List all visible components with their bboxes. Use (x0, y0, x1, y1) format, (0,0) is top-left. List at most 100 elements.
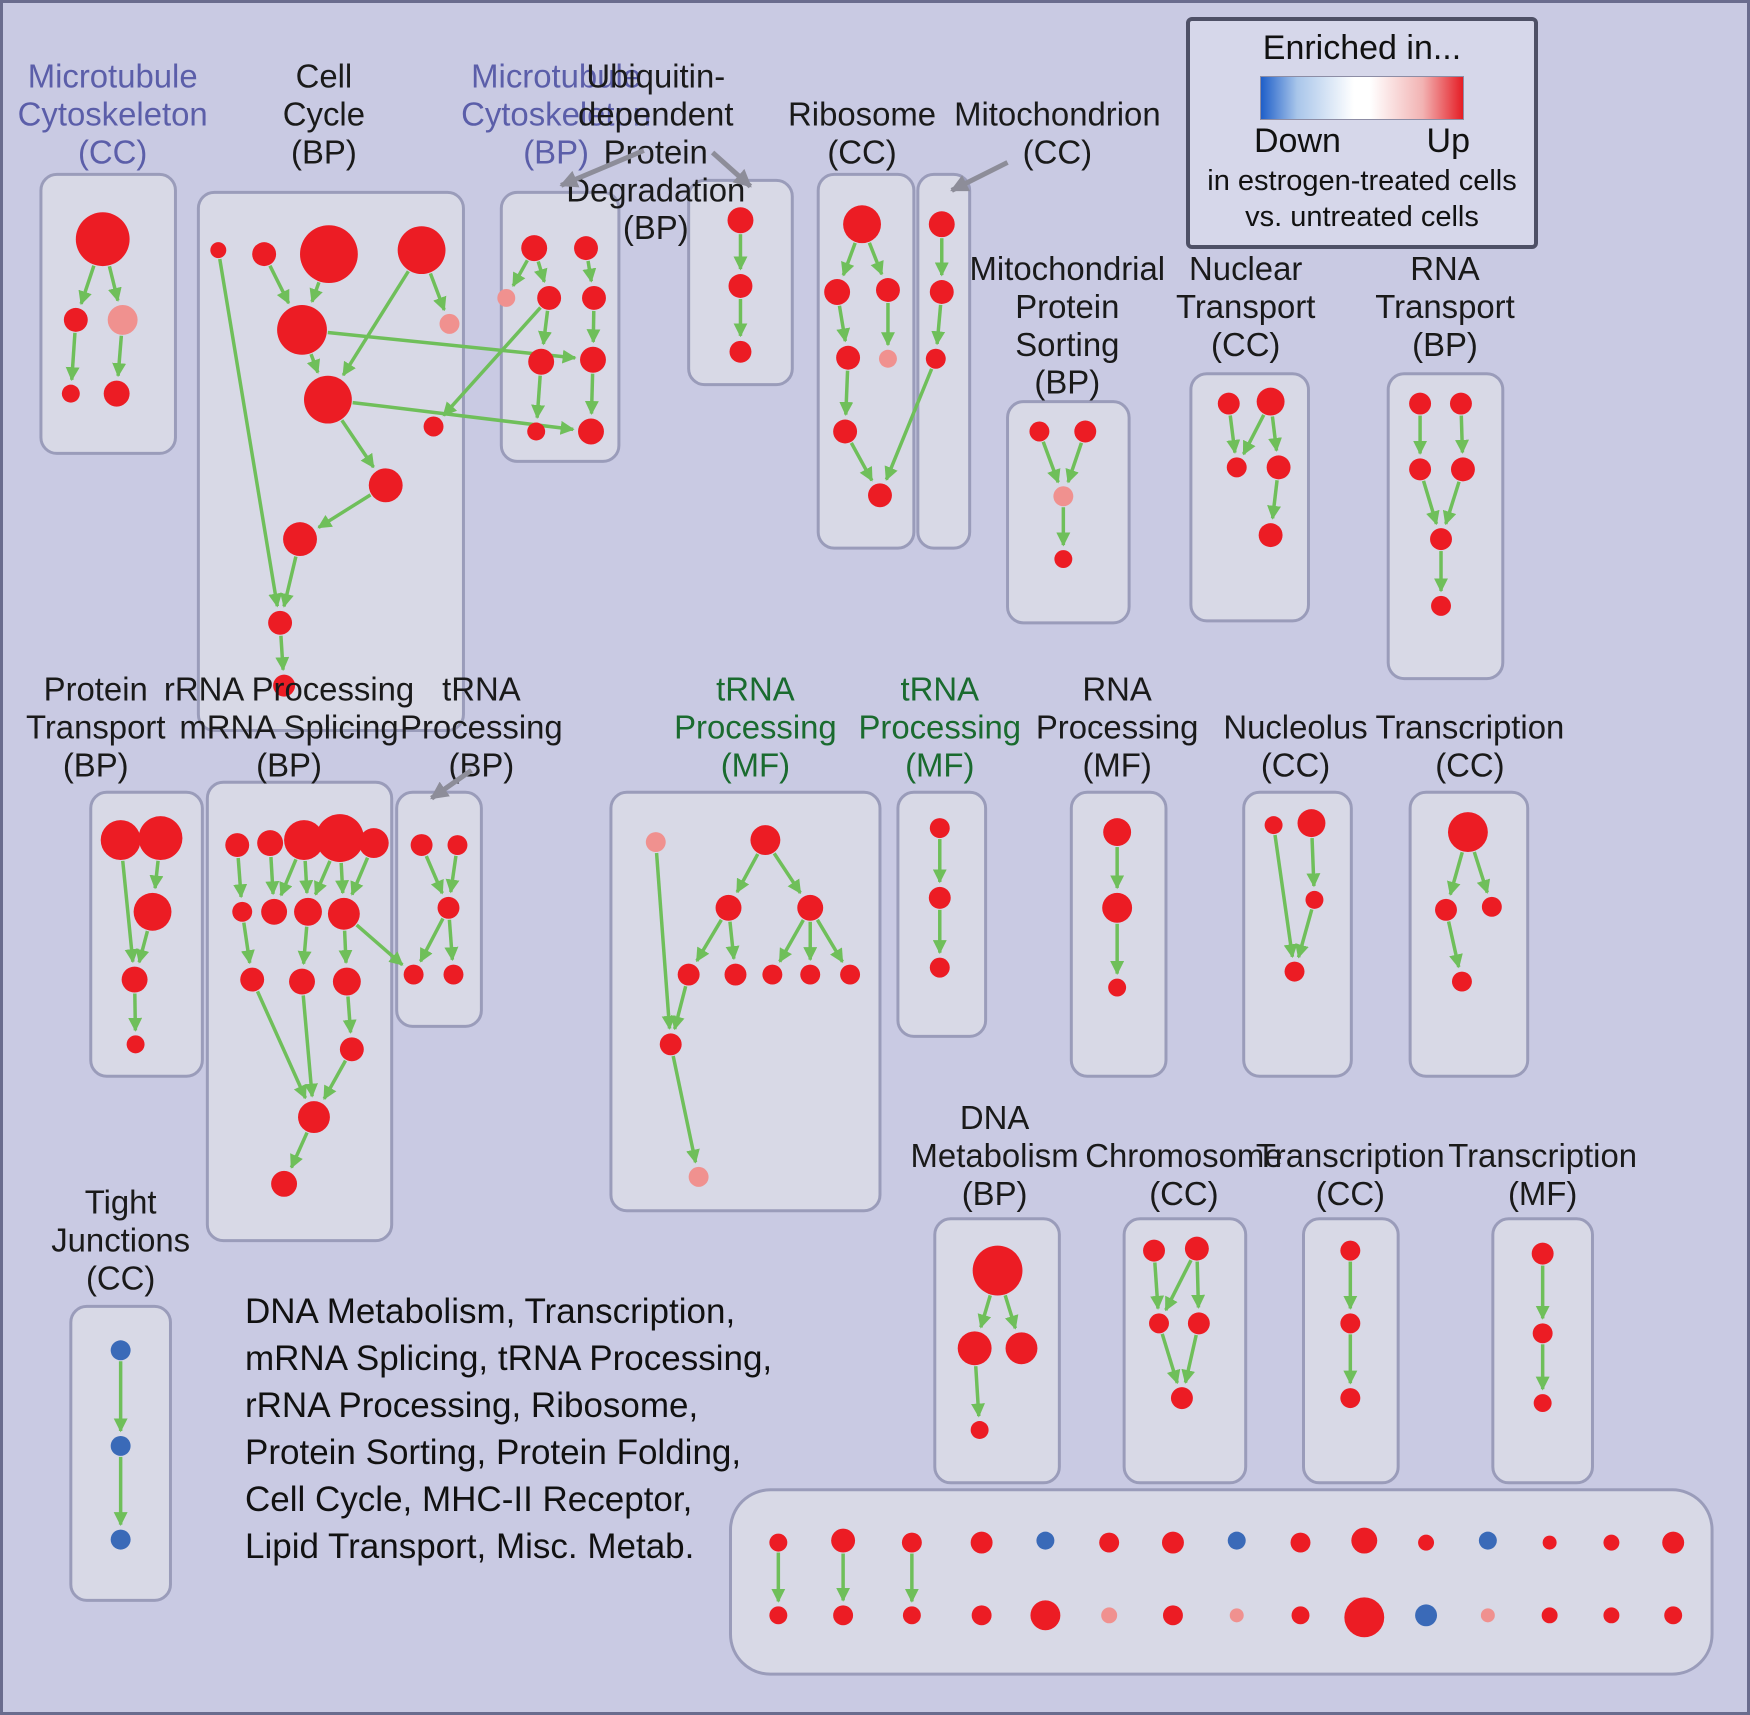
node-transcription-cc-bottom-1 (1340, 1313, 1361, 1334)
edge (1273, 834, 1298, 959)
node-ribosome-5 (833, 419, 858, 444)
node-nuclear-transport-0 (1217, 392, 1240, 415)
node-rna-transport-3 (1450, 457, 1475, 482)
edge (735, 853, 760, 894)
node-misc-cluster-16 (1603, 1534, 1620, 1551)
edge (289, 1131, 309, 1169)
edge (442, 306, 542, 417)
node-trna-mf-large-5 (724, 963, 747, 986)
node-misc-cluster-7 (1036, 1531, 1055, 1550)
pointer-arrow-ubiquitin-left (559, 148, 645, 188)
edge (1065, 442, 1084, 484)
node-misc-cluster-2 (831, 1528, 856, 1553)
node-misc-cluster-21 (1162, 1605, 1183, 1626)
edge (725, 921, 740, 961)
cluster-label-nucleolus: Nucleolus(CC) (1223, 708, 1367, 783)
node-nucleolus-0 (1264, 816, 1283, 835)
node-transcription-mf-2 (1533, 1394, 1552, 1413)
node-mt-bp-0 (521, 235, 548, 262)
edge (297, 926, 312, 966)
node-chromosome-4 (1170, 1387, 1193, 1410)
edge (1160, 1333, 1181, 1385)
misc-text-line-2: mRNA Splicing, tRNA Processing, (245, 1339, 773, 1378)
cluster-label-mitochondrion: Mitochondrion(CC) (954, 96, 1161, 171)
node-cell-cycle-5 (439, 313, 460, 334)
misc-text-line-6: Lipid Transport, Misc. Metab. (245, 1527, 695, 1566)
node-misc-cluster-1 (769, 1606, 788, 1625)
node-misc-cluster-15 (1542, 1535, 1557, 1550)
pointer-arrow-ubiquitin-right (710, 150, 753, 189)
edge (695, 918, 723, 963)
node-rrna-mrna-10 (289, 968, 315, 995)
edge (582, 260, 597, 283)
edge (1447, 851, 1464, 896)
edge (65, 332, 80, 382)
edge (839, 370, 854, 416)
edge (1267, 480, 1281, 520)
node-trna-mf-small-1 (928, 886, 951, 909)
node-chromosome-3 (1187, 1312, 1210, 1335)
layer-edges (65, 234, 1550, 1603)
misc-text-line-3: rRNA Processing, Ribosome, (245, 1386, 699, 1425)
node-dna-metabolism-3 (970, 1421, 989, 1439)
layer-nodes (61, 205, 1685, 1638)
node-mt-bp-1 (574, 236, 598, 261)
node-rrna-mrna-1 (257, 830, 284, 857)
edge (671, 1055, 700, 1164)
edge (78, 265, 96, 306)
node-trna-mf-large-1 (750, 825, 781, 856)
node-transcription-mf-0 (1531, 1242, 1554, 1265)
node-rrna-mrna-12 (339, 1037, 364, 1062)
edge (317, 493, 372, 529)
edge (1421, 480, 1440, 526)
node-misc-cluster-0 (769, 1533, 788, 1552)
node-microtubule-cc-2 (107, 304, 138, 335)
node-misc-cluster-4 (901, 1532, 922, 1553)
node-mito-sorting-0 (1029, 421, 1050, 442)
edge (931, 304, 946, 346)
node-trna-bp-0 (410, 834, 433, 857)
edge (531, 375, 546, 419)
edge (268, 264, 291, 305)
edge (884, 368, 934, 481)
node-cell-cycle-4 (277, 304, 327, 355)
node-transcription-mf-1 (1532, 1323, 1553, 1344)
node-ribosome-0 (843, 205, 881, 244)
node-rna-processing-mf-1 (1102, 892, 1133, 923)
node-cell-cycle-2 (300, 225, 358, 284)
node-transcription-cc-mid-0 (1447, 812, 1488, 853)
node-rrna-mrna-9 (240, 967, 265, 992)
edge (1226, 415, 1241, 454)
node-misc-cluster-22 (1229, 1608, 1244, 1623)
edge (849, 442, 874, 482)
edge (107, 265, 122, 302)
legend-subtitle-2: vs. untreated cells (1245, 201, 1479, 233)
edge (428, 272, 447, 312)
node-misc-cluster-19 (1030, 1600, 1061, 1631)
node-cell-cycle-8 (368, 468, 403, 503)
node-mitochondrion-0 (928, 211, 955, 238)
misc-text-line-4: Protein Sorting, Protein Folding, (245, 1433, 742, 1472)
edge (444, 919, 459, 962)
cluster-label-chromosome: Chromosome(CC) (1085, 1137, 1282, 1212)
cluster-box-misc-cluster (729, 1488, 1714, 1676)
layer-pointers (430, 148, 1009, 801)
node-cell-cycle-11 (273, 674, 296, 697)
edge (584, 373, 599, 415)
edge (306, 353, 321, 374)
pointer-arrow-trna-bp (430, 768, 473, 801)
legend-down-label: Down (1254, 122, 1341, 160)
node-protein-transport-2 (133, 892, 172, 931)
node-dna-metabolism-1 (957, 1331, 992, 1366)
edge (815, 918, 844, 963)
node-misc-cluster-23 (1291, 1606, 1310, 1625)
node-nucleolus-3 (1284, 961, 1305, 982)
node-transcription-cc-bottom-2 (1340, 1388, 1361, 1409)
cluster-box-mito-sorting (1006, 400, 1131, 625)
node-ribosome-6 (868, 483, 892, 508)
